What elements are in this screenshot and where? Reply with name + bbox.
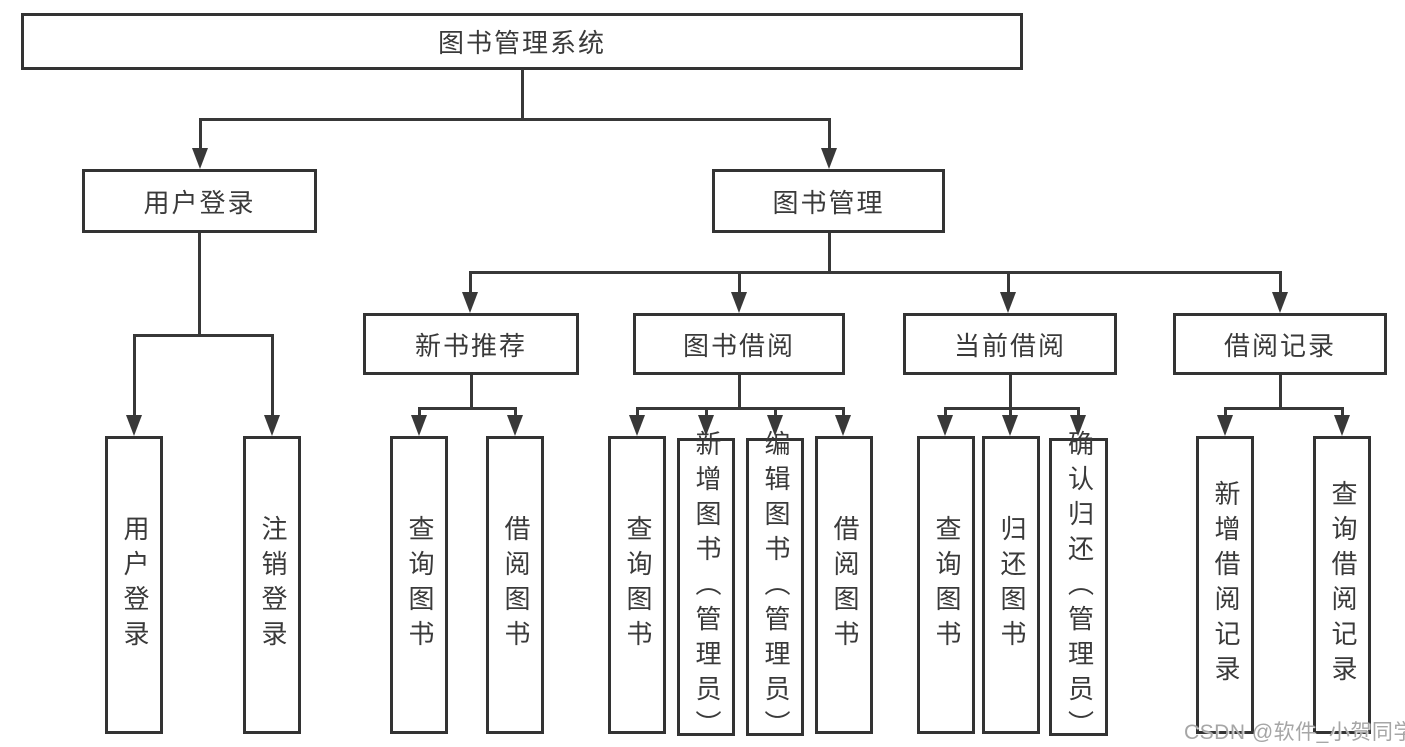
arrowhead-return-books: [1002, 415, 1018, 436]
connector-drop-leaf-logout: [271, 334, 274, 416]
node-label: 确认归还（管理员）: [1064, 429, 1095, 745]
node-leaf-query-books-current: 查询图书: [917, 436, 975, 734]
node-book-management: 图书管理: [712, 169, 945, 233]
arrowhead-book-borrow: [731, 292, 747, 313]
connector-drop-borrow-records: [1279, 271, 1282, 294]
arrowhead-borrow-books-recommend: [507, 415, 523, 436]
node-library-management-system: 图书管理系统: [21, 13, 1023, 70]
arrowhead-query-books-recommend: [411, 415, 427, 436]
arrowhead-new-book: [462, 292, 478, 313]
node-label: 归还图书: [996, 515, 1027, 655]
node-leaf-query-borrow-record: 查询借阅记录: [1313, 436, 1371, 734]
node-label: 借阅记录: [1223, 330, 1336, 361]
node-leaf-return-books: 归还图书: [982, 436, 1040, 734]
connector-drop-confirm-return: [1077, 407, 1080, 417]
node-label: 图书借阅: [682, 330, 795, 361]
connector-drop-borrow-books-recommend: [514, 407, 517, 417]
connector-drop-query-borrow-record: [1341, 407, 1344, 417]
connector-drop-add-book-admin: [705, 407, 708, 417]
node-new-book-recommend: 新书推荐: [363, 313, 579, 375]
node-user-login-branch: 用户登录: [82, 169, 317, 233]
connector-drop-new-book: [469, 271, 472, 294]
node-label: 借阅图书: [829, 515, 860, 655]
node-leaf-logout: 注销登录: [243, 436, 301, 734]
connector-drop-query-books-borrow: [636, 407, 639, 417]
arrowhead-query-books-borrow: [629, 415, 645, 436]
arrowhead-add-borrow-record: [1217, 415, 1233, 436]
node-label: 用户登录: [119, 515, 150, 655]
arrowhead-add-book-admin: [698, 415, 714, 436]
node-label: 编辑图书（管理员）: [760, 429, 791, 745]
node-leaf-edit-book-admin: 编辑图书（管理员）: [746, 430, 804, 745]
node-borrow-records: 借阅记录: [1173, 313, 1387, 375]
connector-drop-return-books: [1009, 407, 1012, 417]
connector-drop-query-books-current: [944, 407, 947, 417]
arrowhead-leaf-logout: [264, 415, 280, 436]
connector-drop-edit-book-admin: [774, 407, 777, 417]
connector-branch-book-borrow: [636, 407, 845, 410]
connector-user-login-stem: [198, 233, 201, 336]
connector-drop-book-borrow: [738, 271, 741, 294]
connector-branch-borrow-records: [1224, 407, 1344, 410]
node-current-borrow: 当前借阅: [903, 313, 1117, 375]
node-label: 当前借阅: [953, 330, 1066, 361]
connector-branch-new-book: [418, 407, 517, 410]
node-label: 新书推荐: [414, 330, 527, 361]
arrowhead-query-books-current: [937, 415, 953, 436]
connector-branch-level2: [469, 271, 1281, 274]
node-leaf-borrow-books: 借阅图书: [815, 436, 873, 734]
connector-book-borrow-stem: [738, 375, 741, 410]
node-book-borrow: 图书借阅: [633, 313, 845, 375]
connector-borrow-records-stem: [1279, 375, 1282, 410]
connector-drop-book-management: [828, 118, 831, 150]
arrowhead-query-borrow-record: [1334, 415, 1350, 436]
node-label: 图书管理: [772, 187, 885, 218]
connector-book-management-stem: [828, 233, 831, 274]
node-label: 新增借阅记录: [1210, 480, 1241, 690]
node-leaf-borrow-books-recommend: 借阅图书: [486, 436, 544, 734]
connector-new-book-stem: [470, 375, 473, 410]
node-label: 图书管理系统: [437, 28, 606, 58]
connector-drop-current-borrow: [1007, 271, 1010, 294]
node-label: 查询借阅记录: [1327, 480, 1358, 690]
node-label: 新增图书（管理员）: [691, 429, 722, 745]
node-leaf-query-books-borrow: 查询图书: [608, 436, 666, 734]
node-leaf-add-book-admin: 新增图书（管理员）: [677, 430, 735, 745]
connector-drop-borrow-books: [842, 407, 845, 417]
arrowhead-borrow-books: [835, 415, 851, 436]
arrowhead-leaf-user-login: [126, 415, 142, 436]
node-label: 注销登录: [257, 515, 288, 655]
node-leaf-add-borrow-record: 新增借阅记录: [1196, 436, 1254, 734]
connector-current-borrow-stem: [1009, 375, 1012, 410]
arrowhead-confirm-return: [1070, 415, 1086, 436]
node-label: 查询图书: [404, 515, 435, 655]
connector-branch-level1: [199, 118, 831, 121]
connector-drop-add-borrow-record: [1224, 407, 1227, 417]
arrowhead-current-borrow: [1000, 292, 1016, 313]
node-leaf-confirm-return-admin: 确认归还（管理员）: [1049, 430, 1108, 745]
connector-root-stem: [521, 69, 524, 120]
node-label: 借阅图书: [500, 515, 531, 655]
node-label: 查询图书: [622, 515, 653, 655]
connector-drop-leaf-user-login: [133, 334, 136, 416]
node-leaf-query-books-recommend: 查询图书: [390, 436, 448, 734]
connector-drop-user-login: [199, 118, 202, 150]
connector-branch-current-borrow: [944, 407, 1080, 410]
arrowhead-book-management: [821, 148, 837, 169]
csdn-watermark: CSDN @软件_小贺同学: [1184, 721, 1405, 744]
arrowhead-borrow-records: [1272, 292, 1288, 313]
arrowhead-edit-book-admin: [767, 415, 783, 436]
node-leaf-user-login: 用户登录: [105, 436, 163, 734]
connector-drop-query-books-recommend: [418, 407, 421, 417]
node-label: 查询图书: [931, 515, 962, 655]
connector-branch-user-login: [133, 334, 274, 337]
arrowhead-user-login: [192, 148, 208, 169]
node-label: 用户登录: [143, 187, 256, 218]
